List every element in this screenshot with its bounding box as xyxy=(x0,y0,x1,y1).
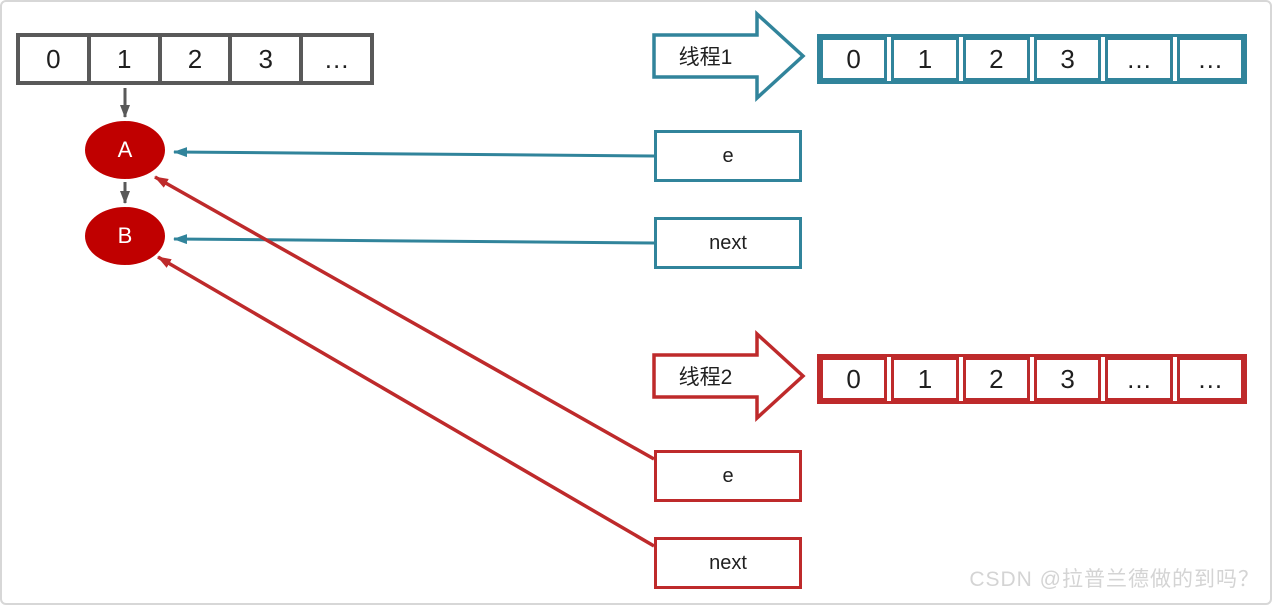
thread1-bucket-array: 0 1 2 3 … … xyxy=(817,34,1247,84)
thread2-label: 线程2 xyxy=(678,366,733,389)
bucket-cell: 1 xyxy=(891,357,959,401)
bucket-cell: 2 xyxy=(962,357,1030,401)
thread2-next-box: next xyxy=(654,537,802,589)
bucket-cell: … xyxy=(1176,37,1244,81)
bucket-cell: 0 xyxy=(820,37,888,81)
bucket-cell: 3 xyxy=(1033,37,1102,81)
bucket-cell: … xyxy=(1105,357,1173,401)
node-a: A xyxy=(85,121,165,179)
bucket-cell: 2 xyxy=(157,37,229,81)
bucket-cell: … xyxy=(1176,357,1244,401)
thread1-label: 线程1 xyxy=(678,46,733,69)
main-bucket-array: 0 1 2 3 … xyxy=(16,33,374,85)
bucket-cell: 2 xyxy=(962,37,1030,81)
bucket-cell: 0 xyxy=(820,357,888,401)
thread1-next-box: next xyxy=(654,217,802,269)
arrow-thread2-next-to-b xyxy=(157,255,655,548)
arrow-thread2-e-to-a xyxy=(154,175,655,461)
bucket-cell: 1 xyxy=(86,37,158,81)
bucket-cell: 3 xyxy=(228,37,300,81)
bucket-cell: … xyxy=(1105,37,1173,81)
thread2-bucket-array: 0 1 2 3 … … xyxy=(817,354,1247,404)
bucket-cell: 3 xyxy=(1033,357,1102,401)
arrow-thread1-e-to-a xyxy=(173,147,655,158)
csdn-watermark: CSDN @拉普兰德做的到吗？ xyxy=(969,568,1260,591)
bucket-cell: … xyxy=(299,37,370,81)
bucket-cell: 1 xyxy=(891,37,959,81)
arrow-thread1-next-to-b xyxy=(173,234,655,245)
bucket-cell: 0 xyxy=(20,37,87,81)
thread1-e-box: e xyxy=(654,130,802,182)
node-b: B xyxy=(85,207,165,265)
thread2-e-box: e xyxy=(654,450,802,502)
